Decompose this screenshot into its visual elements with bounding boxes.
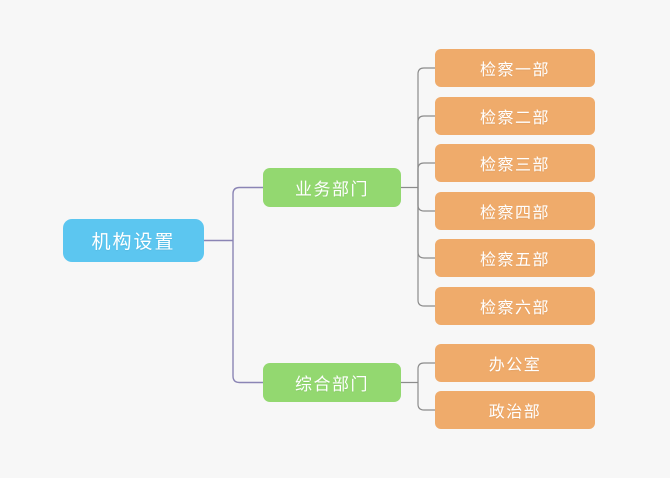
node-branch-business[interactable]: 业务部门 xyxy=(263,168,401,207)
node-leaf-business-3[interactable]: 检察三部 xyxy=(435,144,595,182)
node-leaf-business-1[interactable]: 检察一部 xyxy=(435,49,595,87)
connector-business-to-leaf-2 xyxy=(417,162,435,188)
connector-root-to-business xyxy=(232,186,263,241)
connector-general-to-leaf-6 xyxy=(417,362,435,383)
connector-root-to-general xyxy=(232,240,263,384)
node-root[interactable]: 机构设置 xyxy=(63,219,204,262)
node-leaf-general-2[interactable]: 政治部 xyxy=(435,391,595,429)
connector-business-to-leaf-1 xyxy=(417,115,435,188)
connector-business-to-leaf-3 xyxy=(417,187,435,212)
node-leaf-business-5[interactable]: 检察五部 xyxy=(435,239,595,277)
connector-business-to-leaf-4 xyxy=(417,187,435,259)
node-leaf-business-6[interactable]: 检察六部 xyxy=(435,287,595,325)
connector-general-to-leaf-7 xyxy=(417,382,435,411)
node-leaf-general-1[interactable]: 办公室 xyxy=(435,344,595,382)
connector-business-to-leaf-5 xyxy=(417,187,435,307)
node-leaf-business-2[interactable]: 检察二部 xyxy=(435,97,595,135)
connector-business-to-leaf-0 xyxy=(417,67,435,188)
node-branch-general[interactable]: 综合部门 xyxy=(263,363,401,402)
node-leaf-business-4[interactable]: 检察四部 xyxy=(435,192,595,230)
